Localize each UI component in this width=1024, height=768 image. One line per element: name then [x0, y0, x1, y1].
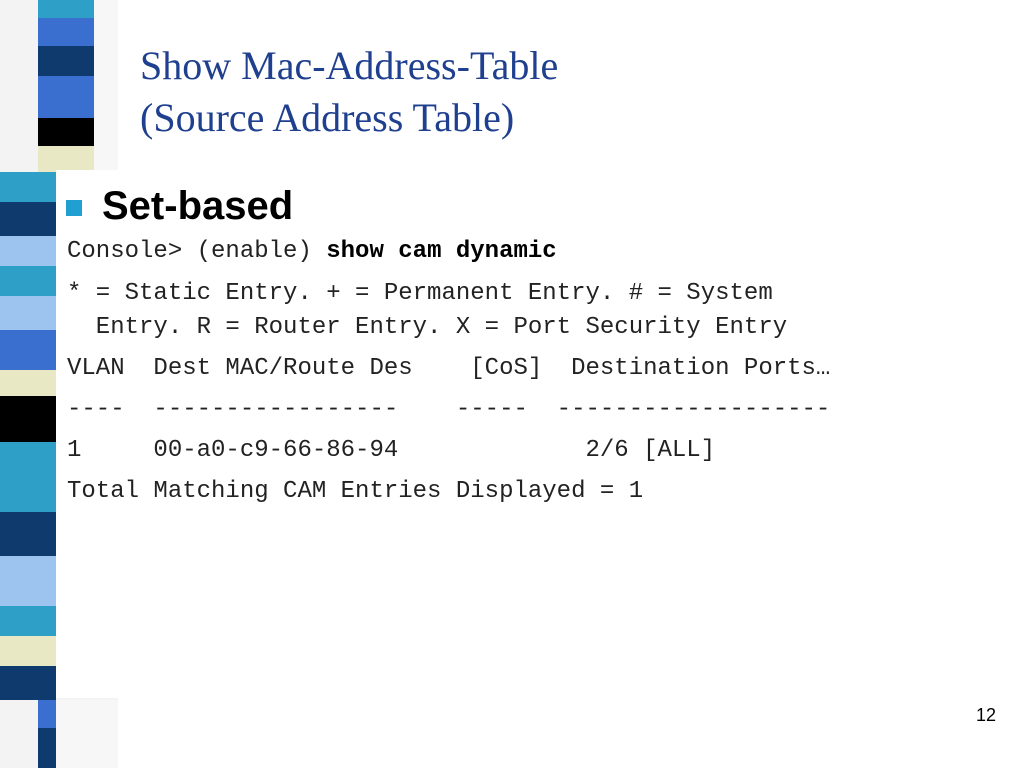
stripe-block: [0, 370, 56, 396]
stripe-block: [94, 0, 118, 172]
stripe-block: [38, 146, 94, 172]
stripe-block: [0, 512, 56, 556]
square-bullet-icon: [66, 200, 82, 216]
title-line-2: (Source Address Table): [140, 95, 515, 140]
stripe-block: [38, 0, 94, 18]
stripe-block: [0, 488, 56, 512]
table-row: 1 00-a0-c9-66-86-94 2/6 [ALL]: [67, 437, 716, 464]
stripe-block: [0, 556, 56, 606]
stripe-block: [0, 396, 56, 442]
slide-title: Show Mac-Address-Table (Source Address T…: [140, 40, 1000, 144]
total-line: Total Matching CAM Entries Displayed = 1: [67, 478, 644, 505]
bullet-item: Set-based: [66, 180, 293, 232]
legend-line-2: Entry. R = Router Entry. X = Port Securi…: [67, 314, 788, 341]
stripe-block: [0, 266, 56, 296]
stripe-block: [0, 296, 56, 330]
stripe-block: [0, 172, 56, 202]
table-header: VLAN Dest MAC/Route Des [CoS] Destinatio…: [67, 355, 831, 382]
console-prompt: Console> (enable): [67, 238, 327, 265]
stripe-block: [0, 666, 56, 700]
bullet-label: Set-based: [102, 183, 294, 228]
console-line: Console> (enable) show cam dynamic: [67, 238, 557, 265]
title-line-1: Show Mac-Address-Table: [140, 43, 559, 88]
stripe-block: [38, 18, 94, 46]
stripe-block: [0, 202, 56, 236]
stripe-block: [56, 700, 118, 768]
stripe-block: [38, 118, 94, 146]
stripe-block: [38, 76, 94, 118]
stripe-block: [0, 442, 56, 488]
stripe-block: [0, 236, 56, 266]
content-panel: [56, 170, 1024, 698]
console-command: show cam dynamic: [326, 238, 557, 265]
stripe-block: [0, 606, 56, 636]
stripe-block: [38, 46, 94, 76]
table-divider: ---- ----------------- ----- -----------…: [67, 396, 831, 423]
stripe-block: [0, 330, 56, 370]
stripe-block: [0, 636, 56, 666]
page-number: 12: [975, 705, 996, 725]
legend-line-1: * = Static Entry. + = Permanent Entry. #…: [67, 280, 773, 307]
